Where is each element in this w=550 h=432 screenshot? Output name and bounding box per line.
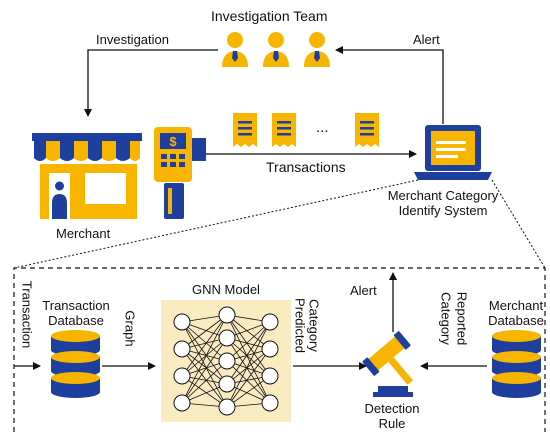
investigator-person-icon — [222, 32, 248, 67]
investigator-person-icon — [263, 32, 289, 67]
transaction-db-label-line2: Database — [48, 313, 104, 328]
investigation-arrow — [84, 49, 218, 117]
store-icon — [32, 133, 142, 219]
card-terminal-icon: $ — [154, 127, 206, 219]
alert-label-top: Alert — [413, 32, 440, 47]
system-label-line1: Merchant Category — [387, 188, 499, 203]
transactions-label: Transactions — [266, 159, 346, 175]
zoom-line-right — [491, 179, 546, 269]
merchant-label: Merchant — [56, 226, 111, 241]
transaction-database-icon — [51, 330, 100, 398]
merchant-db-label-line2: Database — [488, 313, 544, 328]
investigator-person-icon — [304, 32, 330, 67]
predicted-label-line1: Predicted — [292, 298, 308, 353]
graph-label: Graph — [122, 310, 138, 347]
detail-box — [13, 267, 546, 432]
neural-network-icon — [161, 300, 291, 422]
merchant-db-label-line1: Merchant — [488, 298, 544, 313]
laptop-icon — [414, 125, 492, 180]
predicted-label-line2: Category — [306, 299, 322, 352]
investigation-label: Investigation — [96, 32, 169, 47]
detection-rule-label-line2: Rule — [378, 416, 406, 431]
alert-arrow — [335, 46, 444, 124]
gavel-icon — [362, 331, 413, 397]
reported-label-line1: Reported — [454, 291, 470, 346]
zoom-line-left — [13, 179, 419, 269]
receipt-icon — [355, 113, 379, 147]
reported-label-line2: Category — [438, 292, 454, 345]
receipt-icon — [233, 113, 257, 147]
investigation-team-label: Investigation Team — [211, 8, 328, 24]
ellipsis-label: ... — [316, 119, 329, 136]
gnn-model-label: GNN Model — [192, 282, 260, 297]
alert-label-bottom: Alert — [350, 283, 377, 298]
transaction-input-label: Transaction — [19, 280, 35, 349]
svg-text:$: $ — [169, 134, 177, 149]
merchant-database-icon — [492, 330, 541, 398]
receipt-icon — [272, 113, 296, 147]
detection-rule-label-line1: Detection — [364, 401, 420, 416]
system-label-line2: Identify System — [398, 203, 488, 218]
transaction-db-label-line1: Transaction — [42, 298, 110, 313]
